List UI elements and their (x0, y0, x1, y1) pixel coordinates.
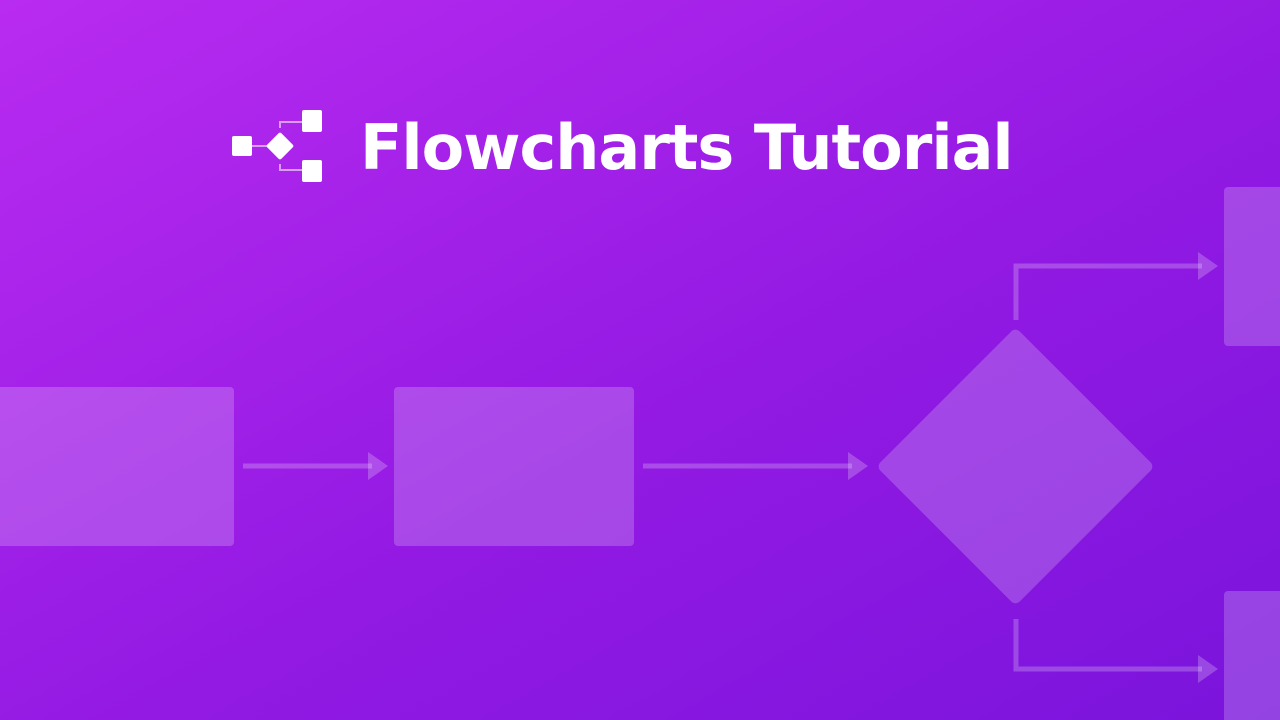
arrowhead-2 (848, 452, 868, 480)
process-box-1 (0, 387, 234, 546)
arrowhead-1 (368, 452, 388, 480)
page-title: Flowcharts Tutorial (360, 111, 1014, 184)
flowchart-icon (232, 110, 322, 182)
branch-box-bottom (1224, 591, 1280, 720)
title-row: Flowcharts Tutorial (232, 108, 1014, 188)
decision-diamond (878, 329, 1153, 604)
process-box-2 (394, 387, 634, 546)
arrowhead-top-branch (1198, 252, 1218, 280)
arrow-line-bottom-branch (1013, 619, 1202, 672)
branch-box-top (1224, 187, 1280, 346)
arrow-line-top-branch (1013, 263, 1202, 320)
arrowhead-bottom-branch (1198, 655, 1218, 683)
